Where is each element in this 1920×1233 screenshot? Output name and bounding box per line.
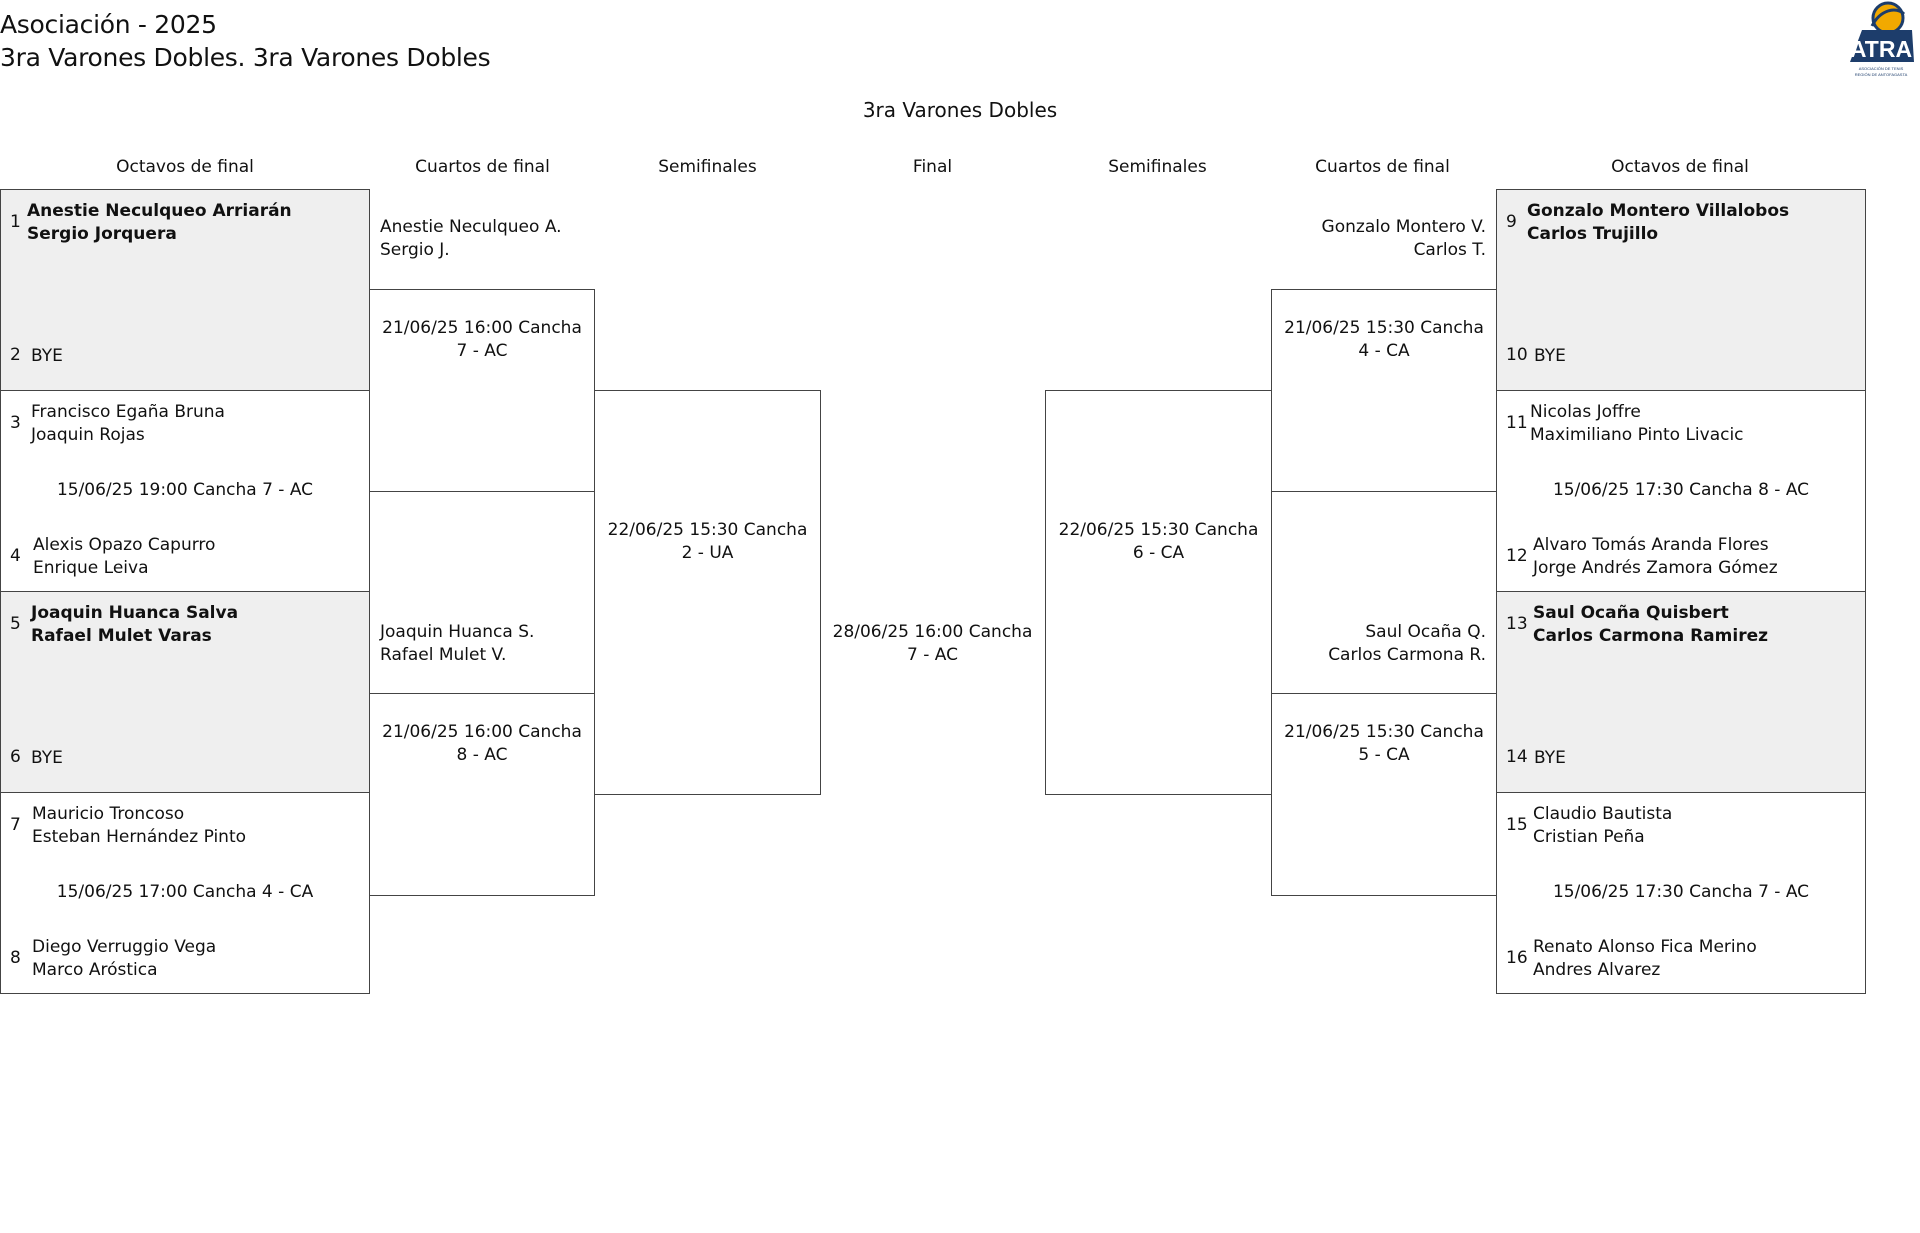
round-label-qf-right: Cuartos de final <box>1315 157 1450 177</box>
svg-text:ATRA: ATRA <box>1850 36 1912 62</box>
match-box-r16-right-4 <box>1496 792 1866 994</box>
qf-team: Saul Ocaña Q.Carlos Carmona R. <box>1328 622 1486 665</box>
svg-text:ASOCIACIÓN DE TENIS: ASOCIACIÓN DE TENIS <box>1859 66 1904 71</box>
qf-team: Anestie Neculqueo A.Sergio J. <box>380 217 562 260</box>
seed-number: 6 <box>10 747 21 767</box>
round-label-r16-left: Octavos de final <box>116 157 254 177</box>
seed-number: 8 <box>10 948 21 968</box>
page-title: Asociación - 2025 <box>0 10 217 39</box>
seed-number: 5 <box>10 614 21 634</box>
round-label-sf-left: Semifinales <box>658 157 757 177</box>
qf-team: Joaquin Huanca S.Rafael Mulet V. <box>380 622 535 665</box>
round-label-sf-right: Semifinales <box>1108 157 1207 177</box>
seed-number: 4 <box>10 546 21 566</box>
match-schedule: 15/06/25 17:30 Cancha 7 - AC <box>1552 882 1810 902</box>
seed-number: 16 <box>1506 948 1528 968</box>
team-name: BYE <box>31 748 63 768</box>
seed-number: 9 <box>1506 212 1517 232</box>
match-box-sf-left <box>594 390 821 795</box>
seed-number: 10 <box>1506 345 1528 365</box>
match-box-r16-right-1 <box>1496 189 1866 391</box>
seed-number: 14 <box>1506 747 1528 767</box>
match-schedule: 15/06/25 17:30 Cancha 8 - AC <box>1552 480 1810 500</box>
round-label-final: Final <box>912 157 953 177</box>
team-name: BYE <box>1534 346 1566 366</box>
match-schedule: 15/06/25 19:00 Cancha 7 - AC <box>56 480 314 500</box>
seed-number: 13 <box>1506 614 1528 634</box>
page-subtitle: 3ra Varones Dobles. 3ra Varones Dobles <box>0 43 491 72</box>
qf-team: Gonzalo Montero V.Carlos T. <box>1321 217 1486 260</box>
seed-number: 2 <box>10 345 21 365</box>
round-label-qf-left: Cuartos de final <box>415 157 550 177</box>
match-schedule: 15/06/25 17:00 Cancha 4 - CA <box>56 882 314 902</box>
match-box-r16-right-3 <box>1496 591 1866 793</box>
seed-number: 11 <box>1506 413 1528 433</box>
round-label-r16-right: Octavos de final <box>1611 157 1749 177</box>
match-box-sf-right <box>1045 390 1272 795</box>
seed-number: 1 <box>10 212 21 232</box>
bracket-title: 3ra Varones Dobles <box>862 98 1058 122</box>
atra-logo: ATRA ASOCIACIÓN DE TENIS REGIÓN DE ANTOF… <box>1850 1 1914 77</box>
seed-number: 15 <box>1506 815 1528 835</box>
seed-number: 3 <box>10 413 21 433</box>
team-name: BYE <box>31 346 63 366</box>
seed-number: 7 <box>10 815 21 835</box>
seed-number: 12 <box>1506 546 1528 566</box>
team-name: BYE <box>1534 748 1566 768</box>
svg-text:REGIÓN DE ANTOFAGASTA: REGIÓN DE ANTOFAGASTA <box>1855 72 1908 77</box>
match-box-r16-left-1 <box>0 189 370 391</box>
